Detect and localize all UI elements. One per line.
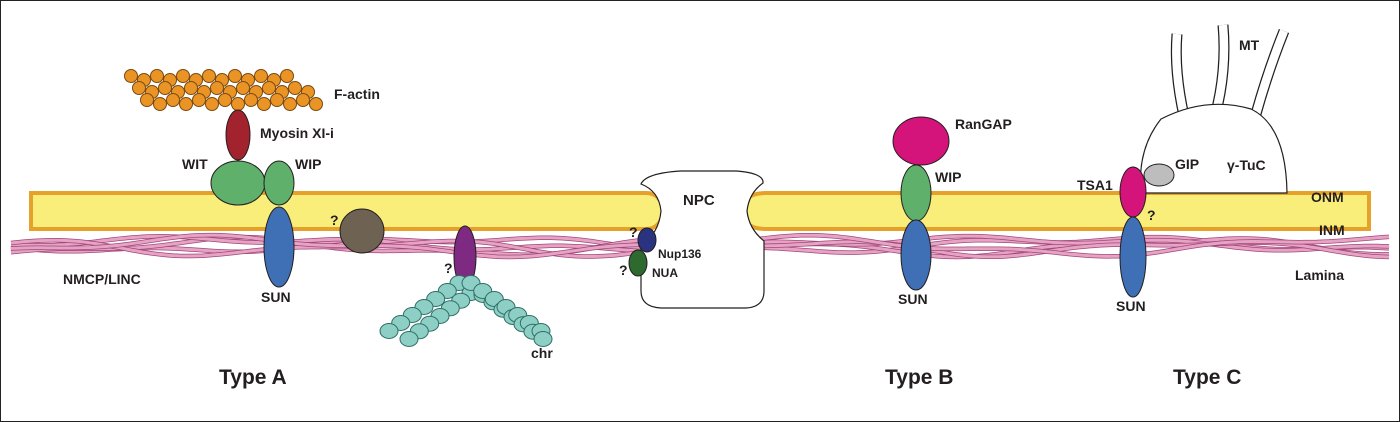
microtubule [1251,29,1288,116]
actin-bead [179,97,193,111]
actin-bead [270,93,284,107]
f-actin-label: F-actin [334,86,380,102]
actin-bead [202,69,216,83]
sun-label-a: SUN [261,289,291,305]
rangap-label: RanGAP [955,116,1012,132]
question-label-4: ? [619,262,628,278]
lamina-fiber [740,233,1390,258]
type-a-label: Type A [219,366,287,389]
tsa1-protein [1119,166,1147,218]
question-label-2: ? [444,260,453,276]
chr-label: chr [531,345,553,361]
membrane-right [738,191,1371,231]
question-label-5: ? [1147,207,1156,223]
actin-bead [153,97,167,111]
nup136-label: Nup136 [658,247,702,261]
actin-bead [228,69,242,83]
actin-bead [210,81,224,95]
actin-bead [218,93,232,107]
actin-bead [296,93,310,107]
actin-bead [244,93,258,107]
actin-bead [254,69,268,83]
wip-protein-a [263,160,295,206]
type-b-label: Type B [885,366,953,389]
actin-bead [231,97,245,111]
actin-bead [140,93,154,107]
inm-label: INM [1319,222,1345,238]
chromatin-bead [399,331,419,347]
actin-bead [257,97,271,111]
npc-label: NPC [683,192,715,209]
sun-protein-a [263,206,295,288]
actin-bead [205,97,219,111]
lamina-fibers [10,232,1390,260]
actin-bead [192,93,206,107]
actin-bead [166,93,180,107]
wit-protein [210,160,266,206]
actin-bead [283,97,297,111]
nup136-protein [637,227,657,253]
myosin-protein [225,109,251,161]
microtubules [1170,24,1290,118]
actin-bead [262,81,276,95]
type-c-label: Type C [1173,366,1241,389]
actin-bead [184,81,198,95]
question-label-1: ? [330,212,339,228]
myosin-label: Myosin XI-i [260,125,334,141]
actin-bead [158,81,172,95]
sun-label-b: SUN [898,291,928,307]
actin-bead [309,97,323,111]
sun-label-c: SUN [1116,298,1146,314]
f-actin-filament [124,69,323,111]
wit-label: WIT [182,156,208,172]
wip-label-b: WIP [935,169,961,185]
npc-complex [640,170,765,309]
chromatin-bead [379,323,399,339]
mt-label: MT [1239,37,1260,53]
actin-bead [176,69,190,83]
gip-protein [1143,163,1175,187]
nmcp-linc-label: NMCP/LINC [63,271,141,287]
actin-bead [124,69,138,83]
actin-bead [236,81,250,95]
actin-bead [150,69,164,83]
lamina-fiber [10,233,659,259]
actin-bead [132,81,146,95]
nua-label: NUA [652,266,678,280]
lamina-fiber [740,234,1390,252]
sun-protein-c [1119,216,1147,298]
actin-bead [280,69,294,83]
actin-bead [288,81,302,95]
onm-label: ONM [1311,189,1344,205]
gamma-tuc-label: γ-TuC [1227,157,1266,173]
lamina-fiber [10,234,659,253]
wip-protein-b [900,164,932,222]
tsa1-label: TSA1 [1077,177,1113,193]
unknown-protein-a [339,208,385,254]
lamina-label: Lamina [1295,267,1344,283]
wip-label-a: WIP [295,156,321,172]
microtubule [1172,33,1189,117]
question-label-3: ? [629,224,638,240]
gamma-tubulin-complex [1139,103,1288,194]
rangap-protein [892,116,950,166]
chromatin-bead [533,331,553,347]
gip-label: GIP [1175,156,1199,172]
chromatin-beads [379,275,553,347]
sun-protein-b [900,219,932,291]
nua-protein [628,249,648,277]
